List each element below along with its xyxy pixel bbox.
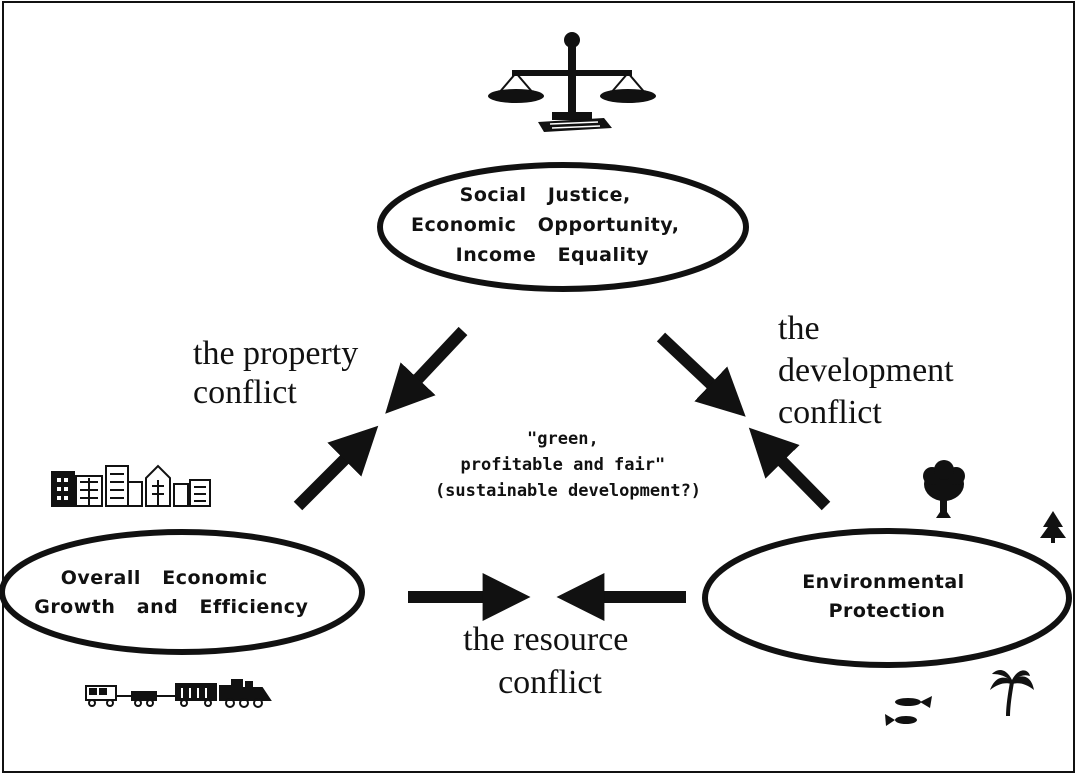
sustainable-development-label: "green, profitable and fair" (sustainabl… [435,429,701,501]
economic-growth-label: Overall Economic Growth and Efficiency [0,0,330,618]
social-justice-node [377,162,749,292]
social-justice-line-2: Economic Opportunity, [411,214,679,236]
development-conflict-line-1: the [778,310,820,347]
social-justice-line-3: Income Equality [456,244,649,266]
property-conflict-label: the property conflict [193,335,367,411]
property-arrow-from-left [293,425,379,511]
fish-icon [885,696,932,726]
environmental-protection-line-2: Protection [829,600,946,622]
economic-growth-node [0,529,365,655]
social-justice-line-1: Social Justice, [460,184,631,206]
development-arrow-from-top [656,332,746,417]
environmental-protection-node [702,528,1072,668]
city-buildings-icon [51,464,211,507]
social-justice-label: Social Justice, Economic Opportunity, In… [0,0,715,266]
property-conflict-line-1: the property [193,335,358,372]
development-conflict-label: the development conflict [778,310,962,431]
deciduous-tree-icon [923,460,965,518]
economic-growth-line-2: Growth and Efficiency [34,596,308,618]
pine-tree-icon [1040,511,1066,543]
center-line-1: "green, [527,429,599,449]
development-arrow-from-right [748,427,831,511]
environmental-protection-label: Environmental Protection [802,571,972,622]
development-conflict-line-3: conflict [778,394,882,431]
development-conflict-line-2: development [778,352,954,389]
center-line-3: (sustainable development?) [435,481,701,501]
property-conflict-line-2: conflict [193,374,297,411]
train-icon [85,679,272,708]
environmental-protection-line-1: Environmental [802,571,964,593]
property-arrow-from-top [385,326,468,414]
economic-growth-line-1: Overall Economic [61,567,268,589]
scales-of-justice-icon [488,32,656,132]
palm-tree-icon [990,670,1034,717]
center-line-2: profitable and fair" [461,455,666,475]
resource-conflict-line-2: conflict [498,664,602,701]
resource-conflict-label: the resource conflict [463,621,637,701]
resource-conflict-line-1: the resource [463,621,628,658]
